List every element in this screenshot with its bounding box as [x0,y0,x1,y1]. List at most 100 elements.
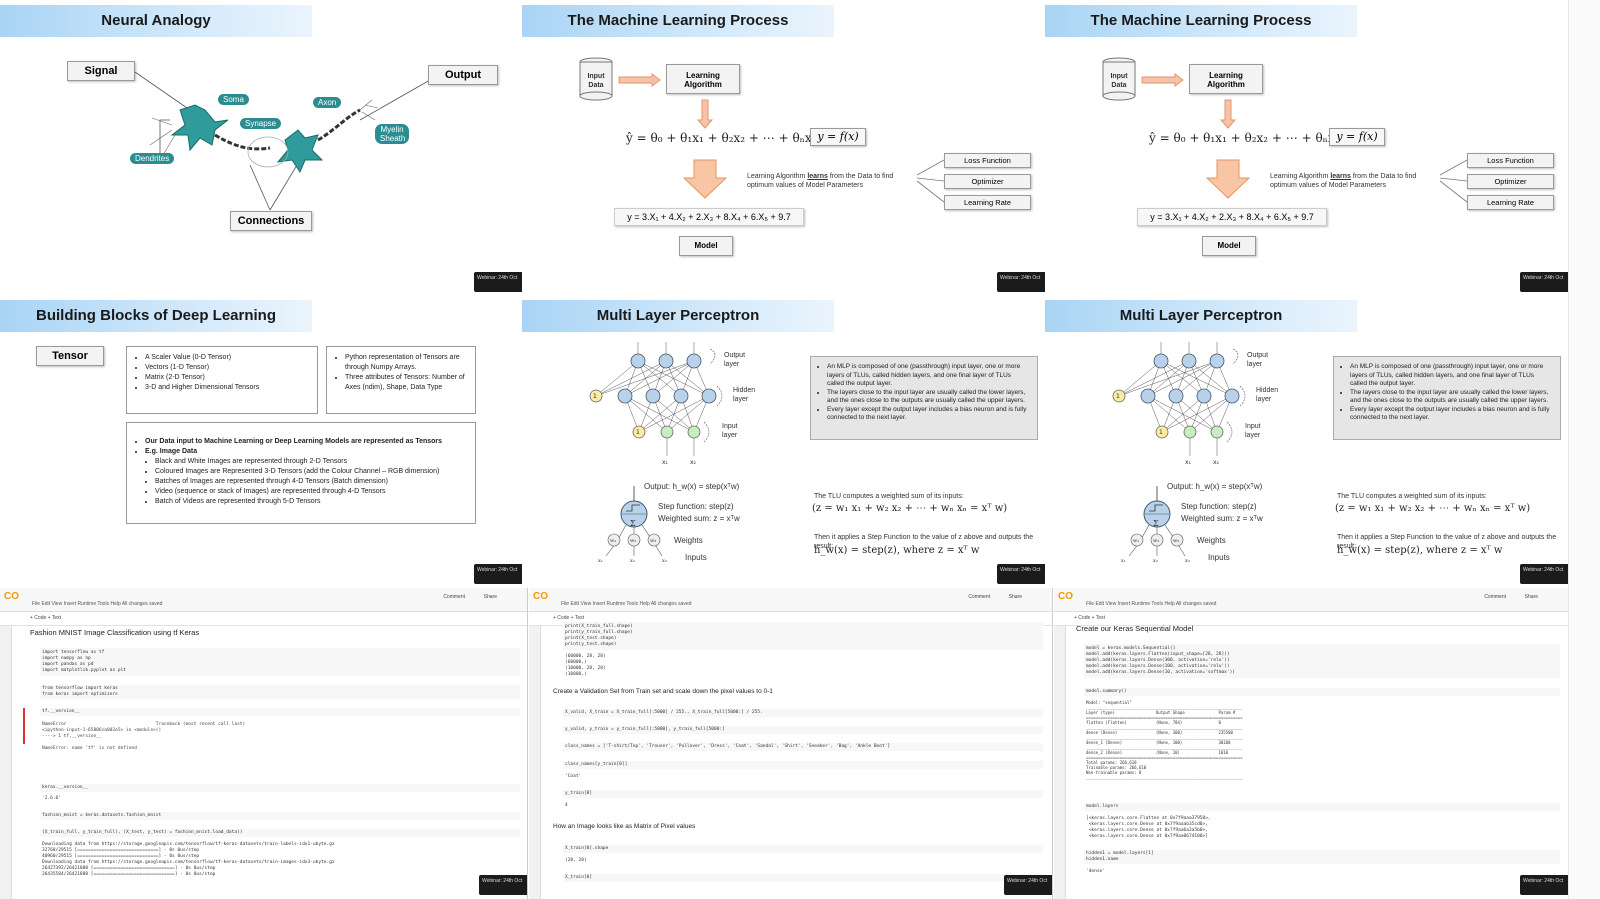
code-cell-text: model = keras.models.Sequential() model.… [1086,646,1236,675]
colab-logo[interactable]: CO [1058,591,1073,602]
colab-sidebar[interactable] [1054,626,1066,899]
webinar-text: Webinar: 24th Oct [482,878,523,884]
input-layer-label: Input layer [722,423,738,439]
learns-word: learns [807,173,828,180]
signal-box: Signal [67,61,135,81]
model-equation-box: y = 3.X₁ + 4.X₂ + 2.X₃ + 8.X₄ + 6.X₅ + 9… [1137,208,1327,226]
webinar-badge: Webinar: 24th Oct [479,875,527,895]
learning-rate-box: Learning Rate [944,195,1031,210]
share-button[interactable]: Share [483,594,497,600]
comment-button[interactable]: Comment [1484,594,1506,600]
cell-output: (60000, 28, 28) (60000,) (10000, 28, 28)… [565,654,606,677]
tensor-sub-list: Black and White Images are represented t… [135,457,467,507]
code-cell[interactable] [1084,688,1560,696]
list-item: Matrix (2-D Tensor) [145,373,309,383]
code-cell[interactable] [1084,644,1560,678]
section-heading: Create our Keras Sequential Model [1076,624,1194,633]
tlu-equation: (z = w₁ x₁ + w₂ x₂ + ⋯ + wₙ xₙ = xᵀ w) [1335,503,1531,514]
error-output: NameError Traceback (most recent call la… [42,722,246,751]
colab-sidebar[interactable] [0,626,12,899]
loss-function-box: Loss Function [1467,153,1554,168]
code-cell[interactable] [40,784,520,792]
colab-logo[interactable]: CO [4,591,19,602]
code-cell[interactable] [563,743,1043,751]
svg-text:w₃: w₃ [1173,538,1179,544]
svg-text:1: 1 [1116,393,1120,400]
hypothesis-formula: ŷ = θ₀ + θ₁x₁ + θ₂x₂ + ⋯ + θₙxₙ [1149,131,1340,145]
svg-text:w₂: w₂ [630,538,636,544]
code-cell[interactable] [40,829,520,837]
slide-ml-process-2: The Machine Learning Process Input Data … [1045,0,1568,296]
svg-text:1: 1 [593,393,597,400]
share-button[interactable]: Share [1524,594,1538,600]
code-cell-text: fashion_mnist = keras.datasets.fashion_m… [42,813,162,818]
slide-title: The Machine Learning Process [522,5,834,37]
slide-title: Neural Analogy [0,5,312,37]
svg-text:w₂: w₂ [1153,538,1159,544]
list-item: The layers close to the input layer are … [1350,389,1552,406]
code-cell-text: from tensorflow import keras from keras … [42,686,118,697]
code-cell[interactable] [1084,850,1560,864]
learns-word: learns [1330,173,1351,180]
cell-output: 4 [565,803,568,808]
model-equation-box: y = 3.X₁ + 4.X₂ + 2.X₃ + 8.X₄ + 6.X₅ + 9… [614,208,804,226]
svg-text:1: 1 [636,429,640,436]
slide-title: Building Blocks of Deep Learning [0,300,312,332]
input-layer-label: Input layer [1245,423,1261,439]
cell-output: Downloading data from https://storage.go… [42,842,335,877]
code-cell-text: y_train[0] [565,791,593,796]
tensor-types-box: A Scaler Value (0-D Tensor) Vectors (1-D… [126,346,318,414]
code-cell-text: X_valid, X_train = X_train_full[:5000] /… [565,710,763,715]
code-cell[interactable] [563,622,1043,650]
code-cell[interactable] [40,812,520,820]
slide-title: The Machine Learning Process [1045,5,1357,37]
model-box: Model [1202,236,1256,256]
comment-button[interactable]: Comment [968,594,990,600]
cell-output: '2.6.0' [42,796,61,801]
webinar-badge: Webinar: 24th Oct [474,272,522,292]
colab-logo[interactable]: CO [533,591,548,602]
colab-menu[interactable]: File Edit View Insert Runtime Tools Help… [32,601,163,607]
code-cell[interactable] [563,790,1043,798]
neuron-right [276,129,324,174]
colab-menu[interactable]: File Edit View Insert Runtime Tools Help… [561,601,692,607]
code-cell[interactable] [40,708,520,716]
tlu-equation: (z = w₁ x₁ + w₂ x₂ + ⋯ + wₙ xₙ = xᵀ w) [812,503,1008,514]
colab-menu[interactable]: File Edit View Insert Runtime Tools Help… [1086,601,1217,607]
add-cell-buttons[interactable]: + Code + Text [30,615,62,621]
svg-text:x₁: x₁ [1185,459,1192,466]
weights-label: Weights [1197,536,1226,545]
add-cell-buttons[interactable]: + Code + Text [553,615,585,621]
webinar-text: Webinar: 24th Oct [1523,878,1564,884]
connections-box: Connections [230,211,312,231]
webinar-badge: Webinar: 24th Oct [997,564,1045,584]
code-cell[interactable] [563,874,1043,882]
list-item: An MLP is composed of one (passthrough) … [1350,363,1552,389]
hidden-layer-label: Hidden layer [1256,387,1279,403]
list-item: Batch of Videos are represented through … [155,497,467,507]
webinar-text: Webinar: 24th Oct [1007,878,1048,884]
add-cell-buttons[interactable]: + Code + Text [1074,615,1106,621]
mlp-description-panel: An MLP is composed of one (passthrough) … [810,356,1038,440]
colab-sidebar[interactable] [529,626,541,899]
code-cell[interactable] [40,685,520,699]
slide-building-blocks: Building Blocks of Deep Learning Tensor … [0,296,522,588]
share-button[interactable]: Share [1008,594,1022,600]
code-cell[interactable] [40,648,520,676]
colab-toolbar: + Code + Text [1054,612,1568,626]
comment-button[interactable]: Comment [443,594,465,600]
synapse-label: Synapse [240,118,282,129]
code-cell[interactable] [563,845,1043,853]
section-heading: Create a Validation Set from Train set a… [553,688,773,695]
tensor-types-list: A Scaler Value (0-D Tensor) Vectors (1-D… [135,353,309,393]
neuron-left [170,104,229,152]
webinar-badge: Webinar: 24th Oct [474,564,522,584]
code-cell[interactable] [563,726,1043,734]
code-cell[interactable] [1084,803,1560,811]
code-cell[interactable] [563,709,1043,717]
list-item: Batches of Images are represented throug… [155,477,467,487]
code-cell[interactable] [563,761,1043,769]
slide-ml-process-1: The Machine Learning Process Input Data … [522,0,1045,296]
